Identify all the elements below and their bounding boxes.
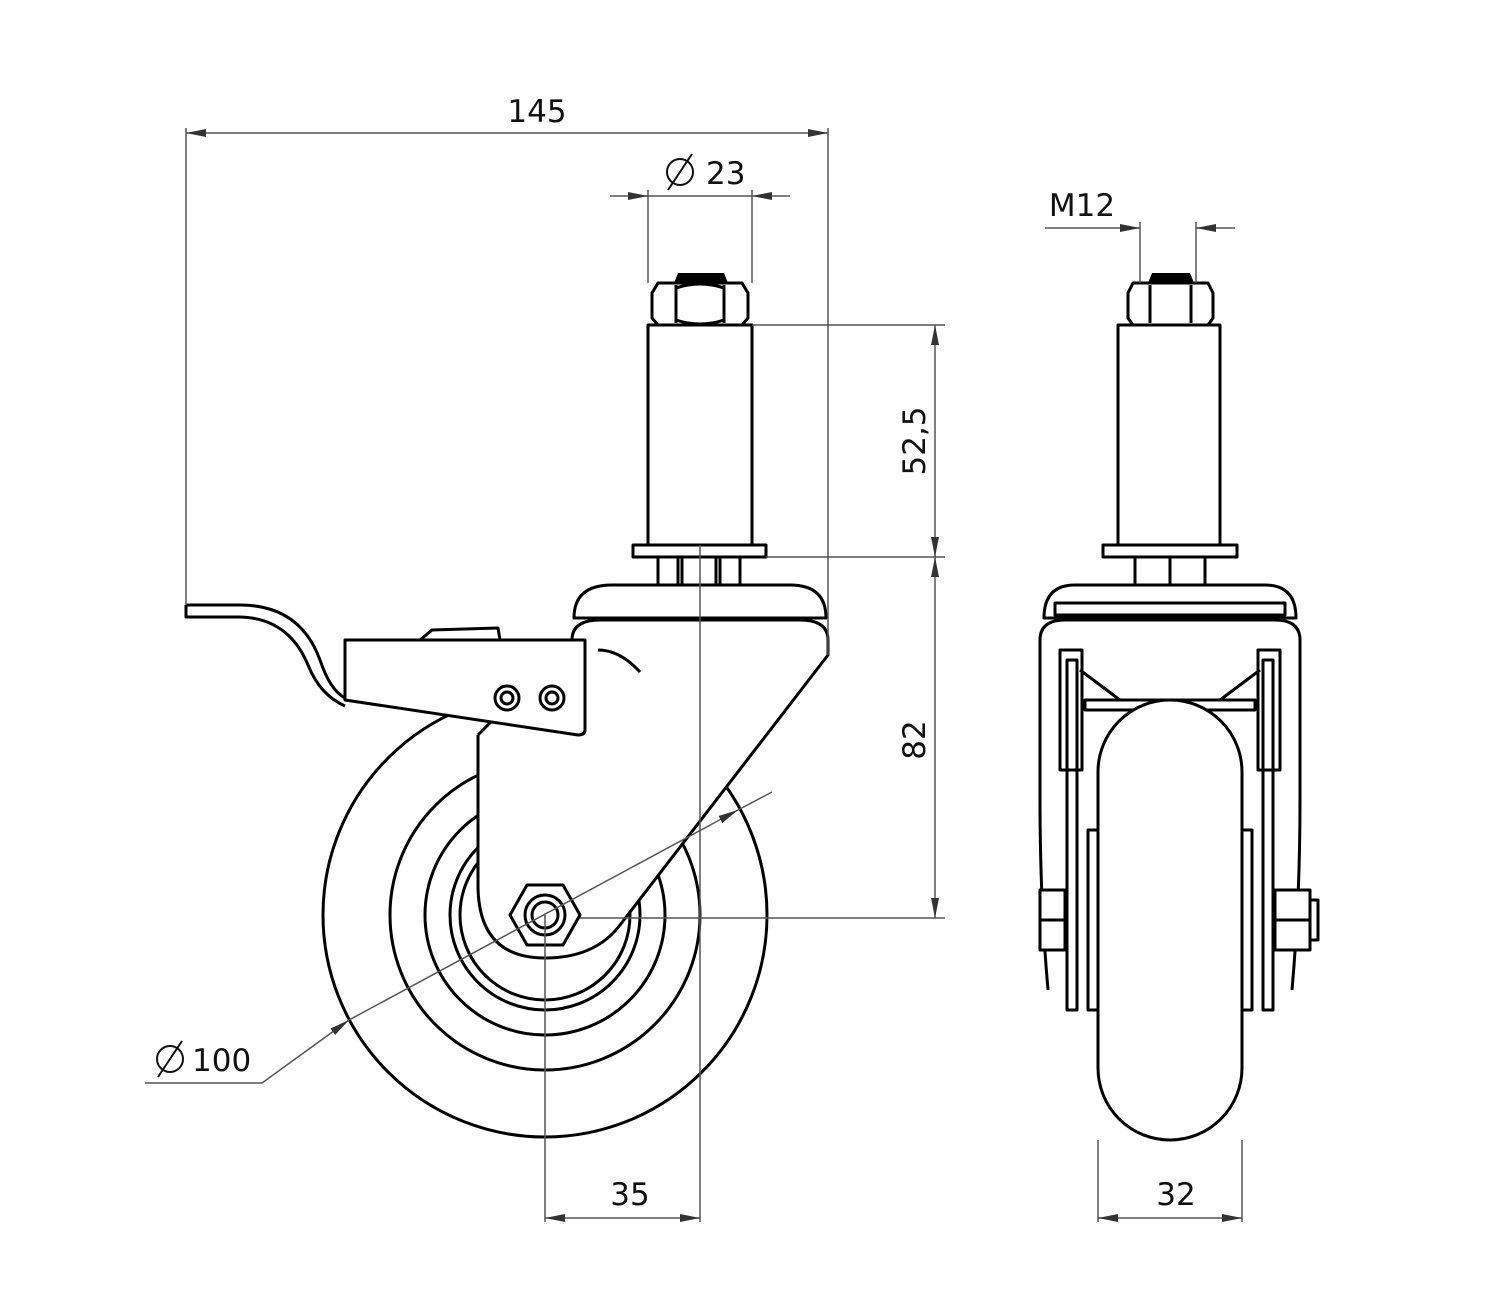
front-wheel <box>1096 698 1244 1142</box>
front-axle-nuts <box>1038 888 1320 952</box>
svg-text:100: 100 <box>192 1043 251 1079</box>
stem-nut <box>650 273 750 327</box>
dim-swivel-height: 82 <box>897 720 933 759</box>
side-view <box>184 273 830 1139</box>
studs <box>656 555 742 587</box>
dim-wheel-width: 32 <box>1156 1177 1195 1213</box>
dimension-labels: 145 23 M12 52,5 82 100 35 32 <box>156 94 1196 1213</box>
dim-offset: 35 <box>610 1177 649 1213</box>
diameter-symbol-icon <box>666 158 694 186</box>
dim-thread: M12 <box>1049 188 1115 224</box>
dim-wheel-diameter: 100 <box>156 1040 251 1079</box>
front-view <box>1038 273 1320 1142</box>
dimension-lines <box>145 128 1243 1222</box>
dim-overall-width: 145 <box>507 94 566 130</box>
stem <box>646 323 754 547</box>
dim-stem-diameter: 23 <box>666 153 745 192</box>
fork-outer <box>1038 618 1302 991</box>
dim-stem-height: 52,5 <box>897 406 933 475</box>
brake-lever <box>184 603 642 737</box>
diameter-symbol-icon <box>156 1045 184 1073</box>
svg-text:23: 23 <box>706 156 745 192</box>
